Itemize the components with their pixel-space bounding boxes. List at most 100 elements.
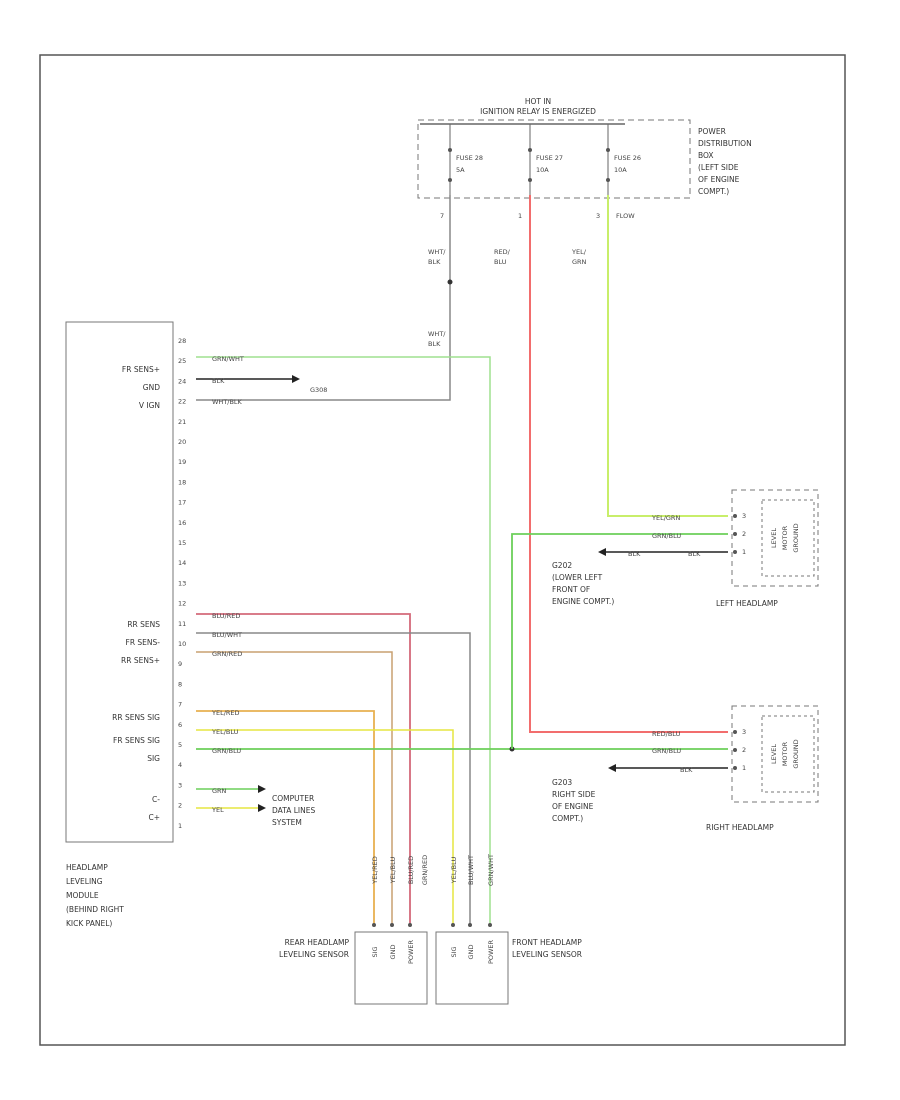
right-actuator-pin-1: LEVEL xyxy=(770,744,778,764)
svg-text:OF ENGINE: OF ENGINE xyxy=(698,175,740,184)
left-connector-pin-1 xyxy=(733,514,737,518)
module-pin-17: 17 xyxy=(178,499,186,507)
wire-wht-blk-vign xyxy=(196,195,451,401)
svg-text:BLK: BLK xyxy=(428,258,441,266)
lbl-vign: V IGN xyxy=(139,401,160,410)
left-headlamp-box xyxy=(731,489,819,587)
svg-text:G202: G202 xyxy=(552,561,572,570)
module-pin-10: 10 xyxy=(178,640,186,648)
svg-text:GRN/BLU: GRN/BLU xyxy=(652,532,681,540)
ground-arrow-g308 xyxy=(292,375,300,383)
rear-sensor-terminal-3 xyxy=(408,923,412,927)
right-headlamp-box xyxy=(731,705,819,803)
left-headlamp-label: LEFT HEADLAMP xyxy=(716,599,778,608)
front-sensor-terminal-2 xyxy=(468,923,472,927)
svg-text:LEVELING SENSOR: LEVELING SENSOR xyxy=(512,950,582,959)
svg-text:BLK: BLK xyxy=(212,377,225,385)
lbl-fr-sens-sig: FR SENS SIG xyxy=(113,736,160,745)
left-leveling-actuator xyxy=(761,499,815,577)
right-ground-label: G203 RIGHT SIDE OF ENGINE COMPT.) xyxy=(552,778,596,823)
left-actuator-pin-1: LEVEL xyxy=(770,528,778,548)
lbl-c-plus: C+ xyxy=(148,813,160,822)
computer-data-lines-label: COMPUTER DATA LINES SYSTEM xyxy=(272,794,315,827)
svg-text:BLU/WHT: BLU/WHT xyxy=(212,631,242,639)
hot-label: HOT IN xyxy=(525,97,551,106)
wire-blu-red xyxy=(196,613,411,925)
module-pin-13: 13 xyxy=(178,579,186,587)
wire-yel-red xyxy=(196,710,375,925)
svg-text:GRN/BLU: GRN/BLU xyxy=(212,747,241,755)
svg-text:(LEFT SIDE: (LEFT SIDE xyxy=(698,163,739,172)
sensor-wire-label-6: BLU/WHT xyxy=(467,855,475,885)
svg-text:BLK: BLK xyxy=(688,550,701,558)
svg-text:BLU/RED: BLU/RED xyxy=(212,612,240,620)
wire-blu-wht xyxy=(196,632,471,925)
svg-text:BLK: BLK xyxy=(428,340,441,348)
svg-text:BLK: BLK xyxy=(680,766,693,774)
svg-text:COMPT.): COMPT.) xyxy=(552,814,583,823)
hot-sub-label: IGNITION RELAY IS ENERGIZED xyxy=(480,107,596,116)
svg-text:OF ENGINE: OF ENGINE xyxy=(552,802,594,811)
left-connector-pin-label-2: 2 xyxy=(742,530,746,538)
right-actuator-pin-2: MOTOR xyxy=(781,741,789,766)
lbl-sig: SIG xyxy=(147,754,160,763)
module-pin-1: 1 xyxy=(178,822,182,830)
module-pin-19: 19 xyxy=(178,458,186,466)
module-pin-8: 8 xyxy=(178,680,182,688)
sensor-wire-label-2: YEL/BLU xyxy=(389,857,397,885)
lbl-rr-sens-plus: RR SENS+ xyxy=(121,656,160,665)
rear-sensor-pin-1: SIG xyxy=(371,946,379,957)
module-pin-9: 9 xyxy=(178,660,182,668)
wire-red-blu xyxy=(529,195,728,733)
svg-text:(BEHIND RIGHT: (BEHIND RIGHT xyxy=(66,905,124,914)
wire-grn-blu-left xyxy=(511,533,728,749)
left-connector-pin-label-3: 3 xyxy=(742,512,746,520)
pd-pin-7: 7 xyxy=(440,212,444,220)
module-pin-28: 28 xyxy=(178,337,186,345)
left-actuator-pin-2: MOTOR xyxy=(781,525,789,550)
rear-leveling-sensor xyxy=(354,931,428,1005)
module-pin-5: 5 xyxy=(178,741,182,749)
left-ground-label: G202 (LOWER LEFT FRONT OF ENGINE COMPT.) xyxy=(552,561,614,606)
right-actuator-pin-3: GROUND xyxy=(792,739,800,768)
svg-text:POWER: POWER xyxy=(698,127,726,136)
module-pin-2: 2 xyxy=(178,802,182,810)
pd-pin-3: 3 xyxy=(596,212,600,220)
front-sensor-pin-1: SIG xyxy=(450,946,458,957)
right-connector-pin-label-2: 2 xyxy=(742,746,746,754)
svg-text:BLK: BLK xyxy=(628,550,641,558)
lbl-fr-sens-plus: FR SENS+ xyxy=(122,365,160,374)
wire-lbl-grn-wht: GRN/WHT xyxy=(212,355,244,363)
svg-text:LEVELING SENSOR: LEVELING SENSOR xyxy=(279,950,349,959)
rear-sensor-pin-2: GND xyxy=(389,945,397,960)
svg-text:MODULE: MODULE xyxy=(66,891,99,900)
lbl-rr-sens: RR SENS xyxy=(127,620,160,629)
sensor-wire-label-7: GRN/WHT xyxy=(487,854,495,886)
front-sensor-terminal-3 xyxy=(488,923,492,927)
right-connector-pin-label-1: 1 xyxy=(742,764,746,772)
svg-text:(LOWER LEFT: (LOWER LEFT xyxy=(552,573,603,582)
front-sensor-terminal-1 xyxy=(451,923,455,927)
svg-text:SYSTEM: SYSTEM xyxy=(272,818,302,827)
svg-text:WHT/BLK: WHT/BLK xyxy=(212,398,243,406)
headlamp-leveling-module xyxy=(65,321,174,843)
left-actuator-pin-3: GROUND xyxy=(792,523,800,552)
svg-text:KICK PANEL): KICK PANEL) xyxy=(66,919,112,928)
lbl-gnd: GND xyxy=(143,383,160,392)
rear-sensor-terminal-1 xyxy=(372,923,376,927)
power-distribution-box xyxy=(417,119,691,199)
right-connector-pin-3 xyxy=(733,766,737,770)
ground-g308-label: G308 xyxy=(310,386,327,394)
svg-text:GRN: GRN xyxy=(212,787,227,795)
right-connector-pin-label-3: 3 xyxy=(742,728,746,736)
svg-text:DISTRIBUTION: DISTRIBUTION xyxy=(698,139,752,148)
module-pin-21: 21 xyxy=(178,418,186,426)
lbl-fr-sens-minus: FR SENS- xyxy=(126,638,161,647)
